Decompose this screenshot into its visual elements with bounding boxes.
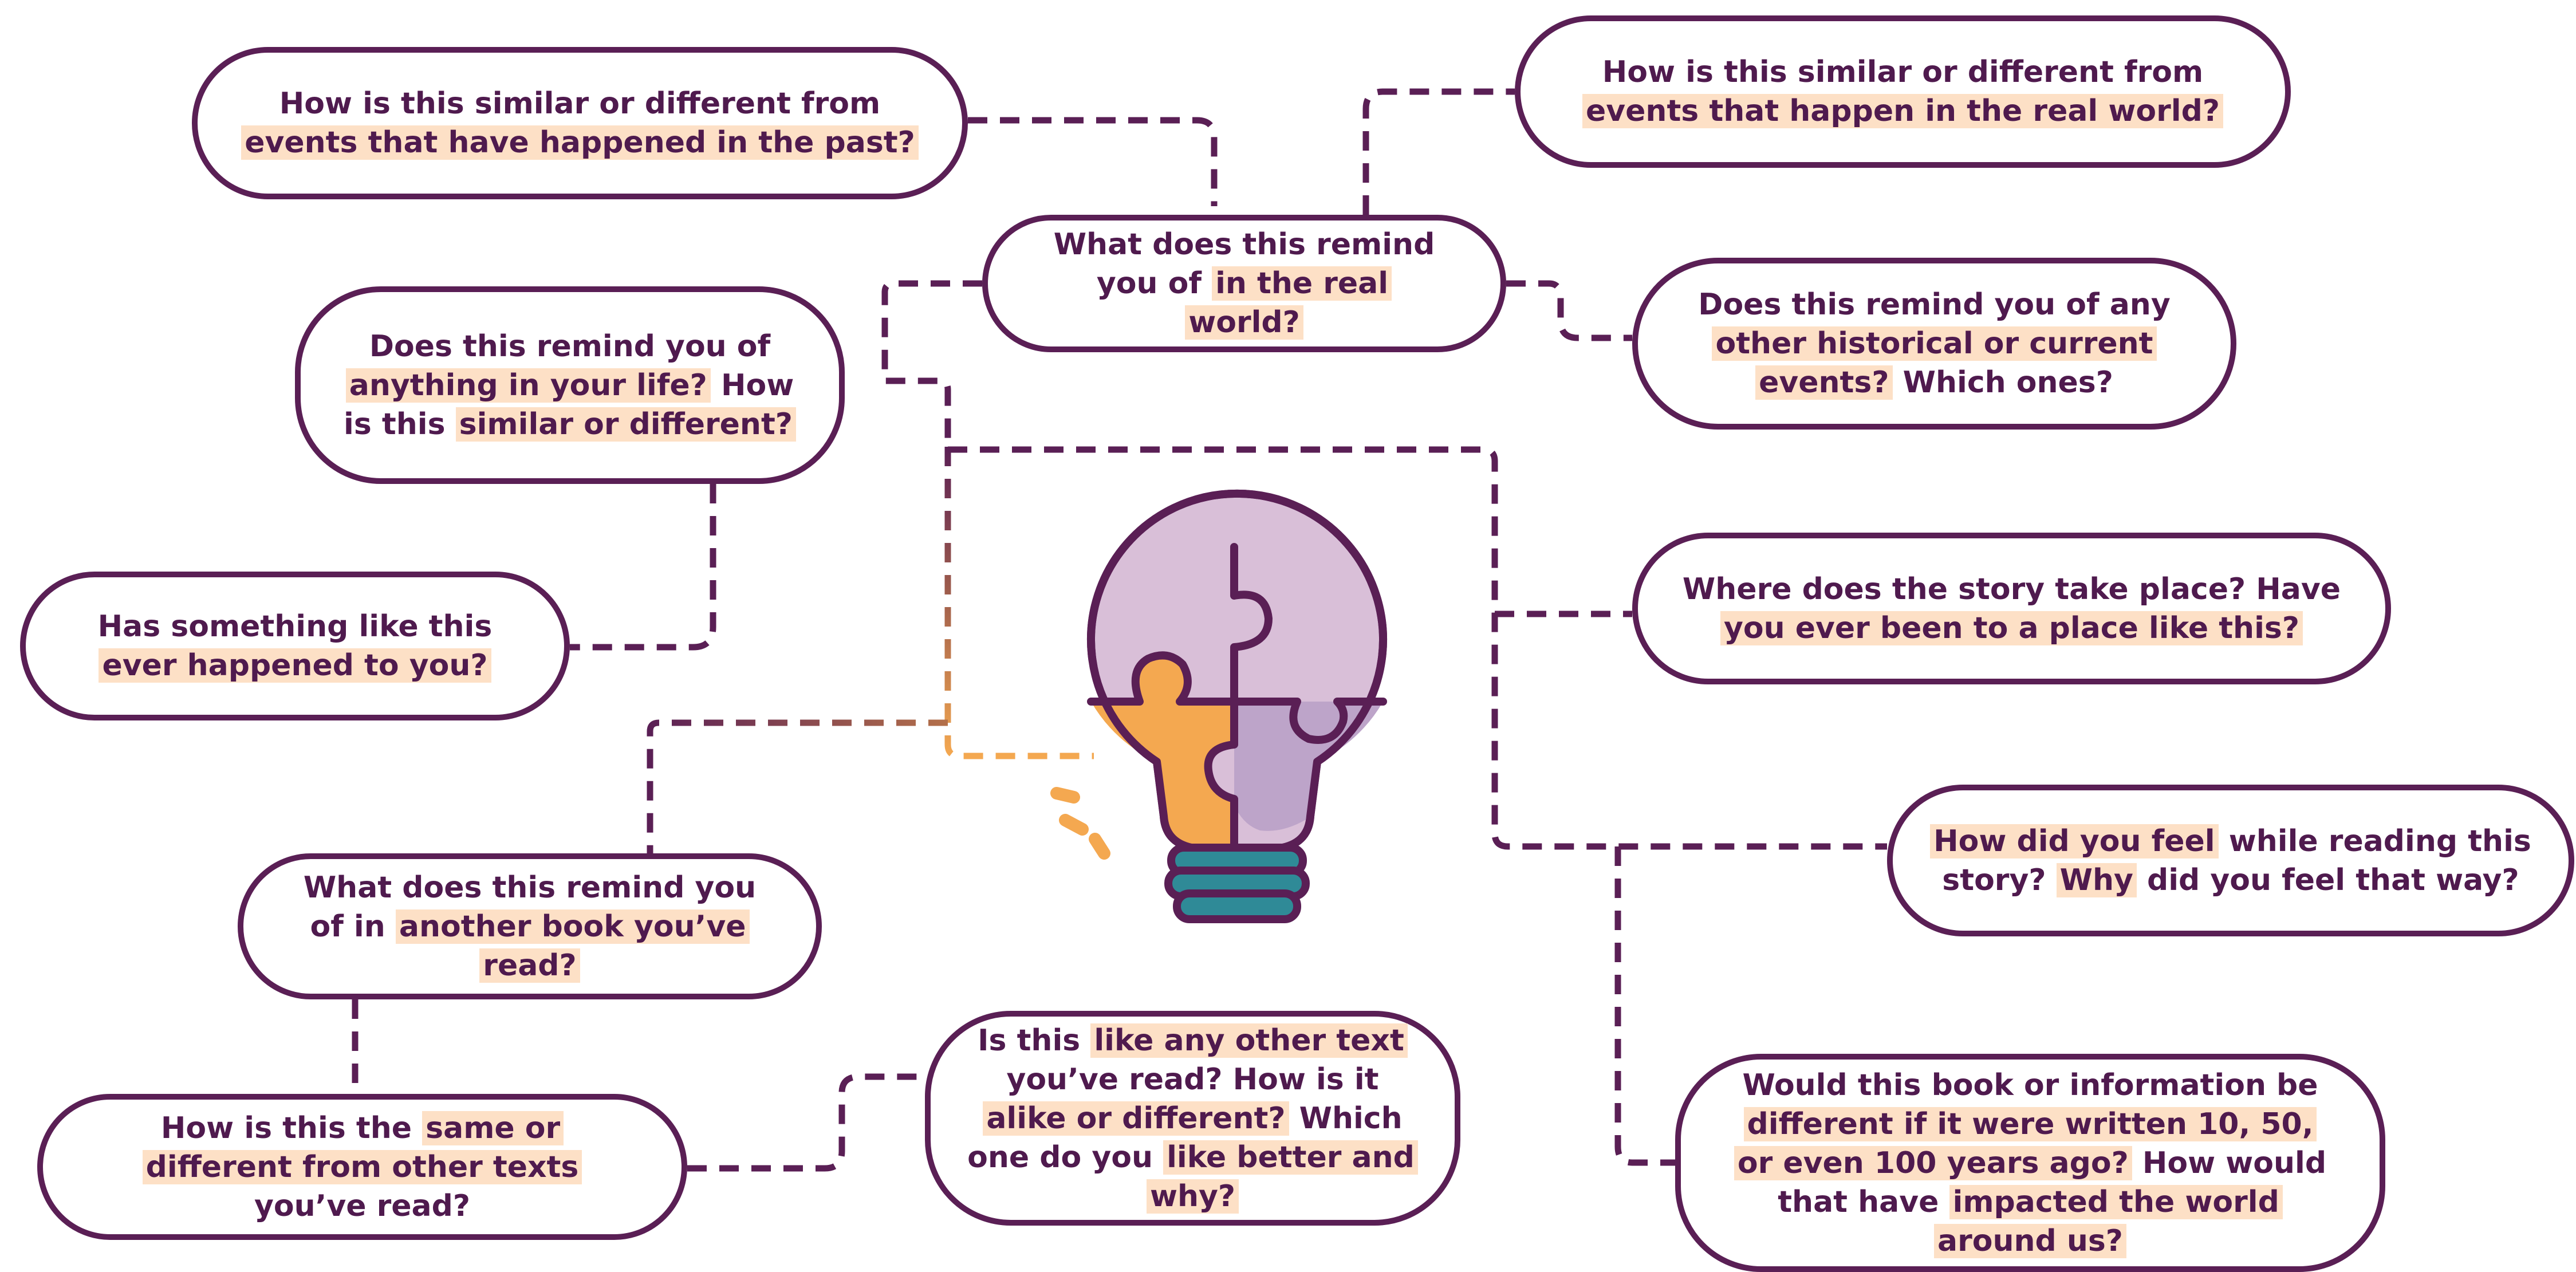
connector-historical-events [1506, 280, 1632, 341]
question-text: What does this remind you of in the real… [1039, 225, 1449, 342]
highlighted-text: anything in your life? [345, 368, 711, 403]
highlighted-text: like any other text [1090, 1023, 1408, 1058]
highlighted-text: alike or different? [983, 1101, 1289, 1136]
question-text-segment: you’ve read? [254, 1188, 471, 1223]
highlighted-text: another book you’ve read? [395, 909, 750, 983]
question-text: Does this remind you of anything in your… [344, 327, 796, 444]
connector-written-years-ago [1614, 846, 1675, 1166]
highlighted-text: impacted the world around us? [1934, 1184, 2283, 1258]
question-text-segment: How is this the [160, 1110, 423, 1145]
connector-past-events [968, 117, 1218, 206]
question-bubble-remind-your-life: Does this remind you of anything in your… [295, 286, 845, 484]
question-text-segment: How is this similar or different from [279, 86, 881, 121]
question-bubble-same-or-different: How is this the same or different from o… [37, 1094, 687, 1240]
connector-happened-to-you [570, 484, 716, 651]
question-bubble-happened-to-you: Has something like this ever happened to… [20, 572, 570, 720]
question-text: Where does the story take place? Have yo… [1672, 570, 2351, 648]
question-text-segment: What does this remind you of in [303, 870, 757, 944]
question-text-segment: Where does the story take place? Have [1682, 572, 2341, 607]
highlighted-text: similar or different? [455, 407, 796, 442]
question-bubble-written-years-ago: Would this book or information be differ… [1675, 1054, 2385, 1272]
question-bubble-how-feel: How did you feel while reading this stor… [1887, 785, 2574, 936]
question-text: Has something like this ever happened to… [94, 607, 495, 685]
connector-real-world-events [1362, 88, 1515, 215]
question-text: What does this remind you of in another … [289, 868, 770, 985]
question-text: How is this similar or different from ev… [1572, 53, 2234, 131]
highlighted-text: in the real world? [1185, 266, 1392, 340]
question-text: How is this the same or different from o… [100, 1109, 624, 1226]
question-text-segment: How would that have [1778, 1145, 2327, 1219]
question-text-segment: Is this [978, 1023, 1091, 1058]
highlighted-text: events that happen in the real world? [1582, 94, 2223, 128]
question-bubble-past-events: How is this similar or different from ev… [192, 47, 968, 199]
connector-your-life [881, 280, 982, 444]
puzzle-lightbulb-icon [1050, 489, 1387, 923]
question-bubble-like-other-text: Is this like any other text you’ve read?… [925, 1011, 1460, 1226]
question-text-segment: Does this remind you of any [1698, 288, 2171, 322]
question-bubble-story-place: Where does the story take place? Have yo… [1632, 533, 2391, 684]
question-text: Does this remind you of any other histor… [1672, 285, 2196, 402]
question-bubble-remind-real-world: What does this remind you of in the real… [982, 215, 1506, 352]
question-text-segment: Has something like this [97, 609, 493, 644]
question-text-segment: What does this remind you of [1053, 227, 1435, 301]
highlighted-text: ever happened to you? [99, 648, 491, 683]
question-text-segment: did you feel that way? [2136, 863, 2519, 897]
connector-bulb-trunk [944, 447, 1094, 759]
question-text-segment: How is this [344, 368, 794, 442]
question-text-segment: How is this similar or different from [1602, 55, 2204, 89]
question-text: Would this book or information be differ… [1727, 1066, 2334, 1261]
question-text-segment: Does this remind you of [369, 329, 771, 364]
question-bubble-historical-events: Does this remind you of any other histor… [1632, 258, 2236, 430]
question-bubble-another-book: What does this remind you of in another … [238, 853, 822, 999]
highlighted-text: you ever been to a place like this? [1720, 611, 2303, 645]
connector-another-book [647, 719, 948, 853]
connector-right-branch [948, 446, 1887, 850]
question-bubble-real-world-events: How is this similar or different from ev… [1515, 15, 2291, 168]
question-text-segment: Would this book or information be [1742, 1068, 2318, 1102]
question-text: How is this similar or different from ev… [238, 84, 922, 162]
question-text-segment: you’ve read? How is it [1006, 1062, 1379, 1097]
highlighted-text: Why [2056, 863, 2137, 897]
connector-like-other-text [687, 1073, 925, 1172]
question-text-segment: Which ones? [1892, 365, 2113, 400]
question-text: How did you feel while reading this stor… [1927, 822, 2534, 900]
highlighted-text: events that have happened in the past? [241, 125, 919, 160]
highlighted-text: How did you feel [1930, 824, 2219, 858]
question-text-segment: Which one do you [967, 1101, 1403, 1175]
question-text-segment: while reading this story? [1942, 824, 2531, 897]
highlighted-text: like better and why? [1146, 1140, 1418, 1214]
question-text: Is this like any other text you’ve read?… [962, 1021, 1423, 1216]
